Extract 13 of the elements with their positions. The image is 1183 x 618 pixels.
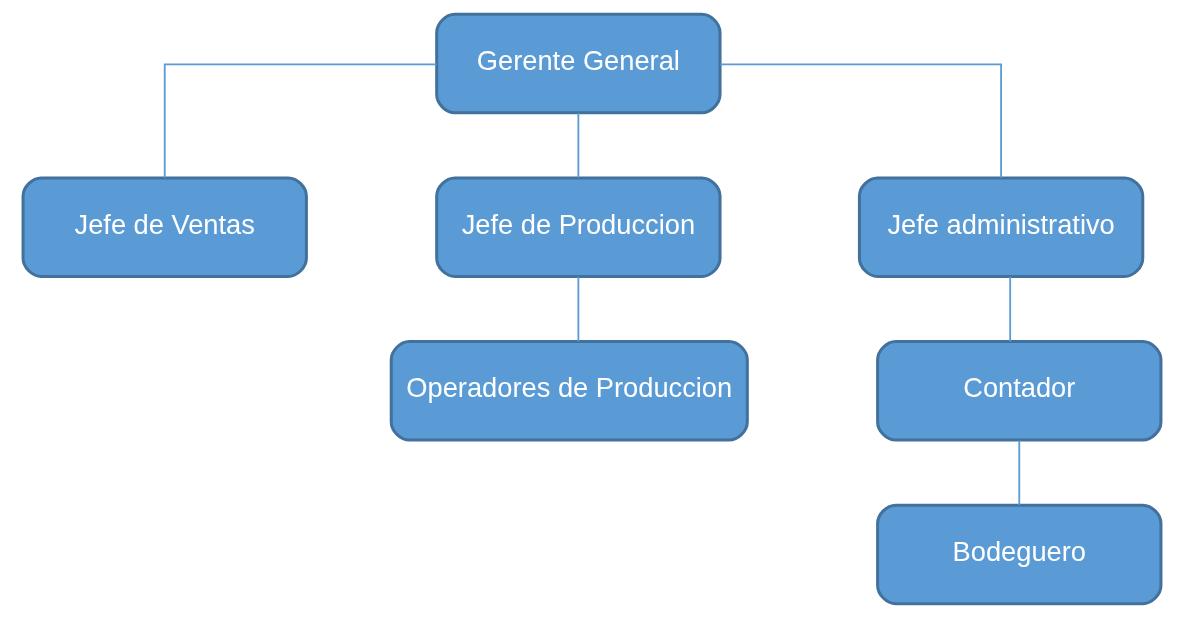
- node-box: Jefe administrativo: [857, 176, 1144, 278]
- node-box: Bodeguero: [875, 503, 1162, 606]
- node-box: Operadores de Produccion: [389, 340, 749, 442]
- connector: [576, 275, 579, 343]
- connector: [1017, 439, 1020, 506]
- connector: [576, 112, 579, 179]
- node-box: Contador: [875, 340, 1162, 442]
- node-box: Jefe de Produccion: [434, 176, 722, 278]
- connector: [718, 63, 1002, 179]
- node-box: Gerente General: [434, 12, 722, 115]
- node-box: Jefe de Ventas: [21, 176, 308, 278]
- connector: [1008, 275, 1011, 343]
- connector: [163, 63, 437, 179]
